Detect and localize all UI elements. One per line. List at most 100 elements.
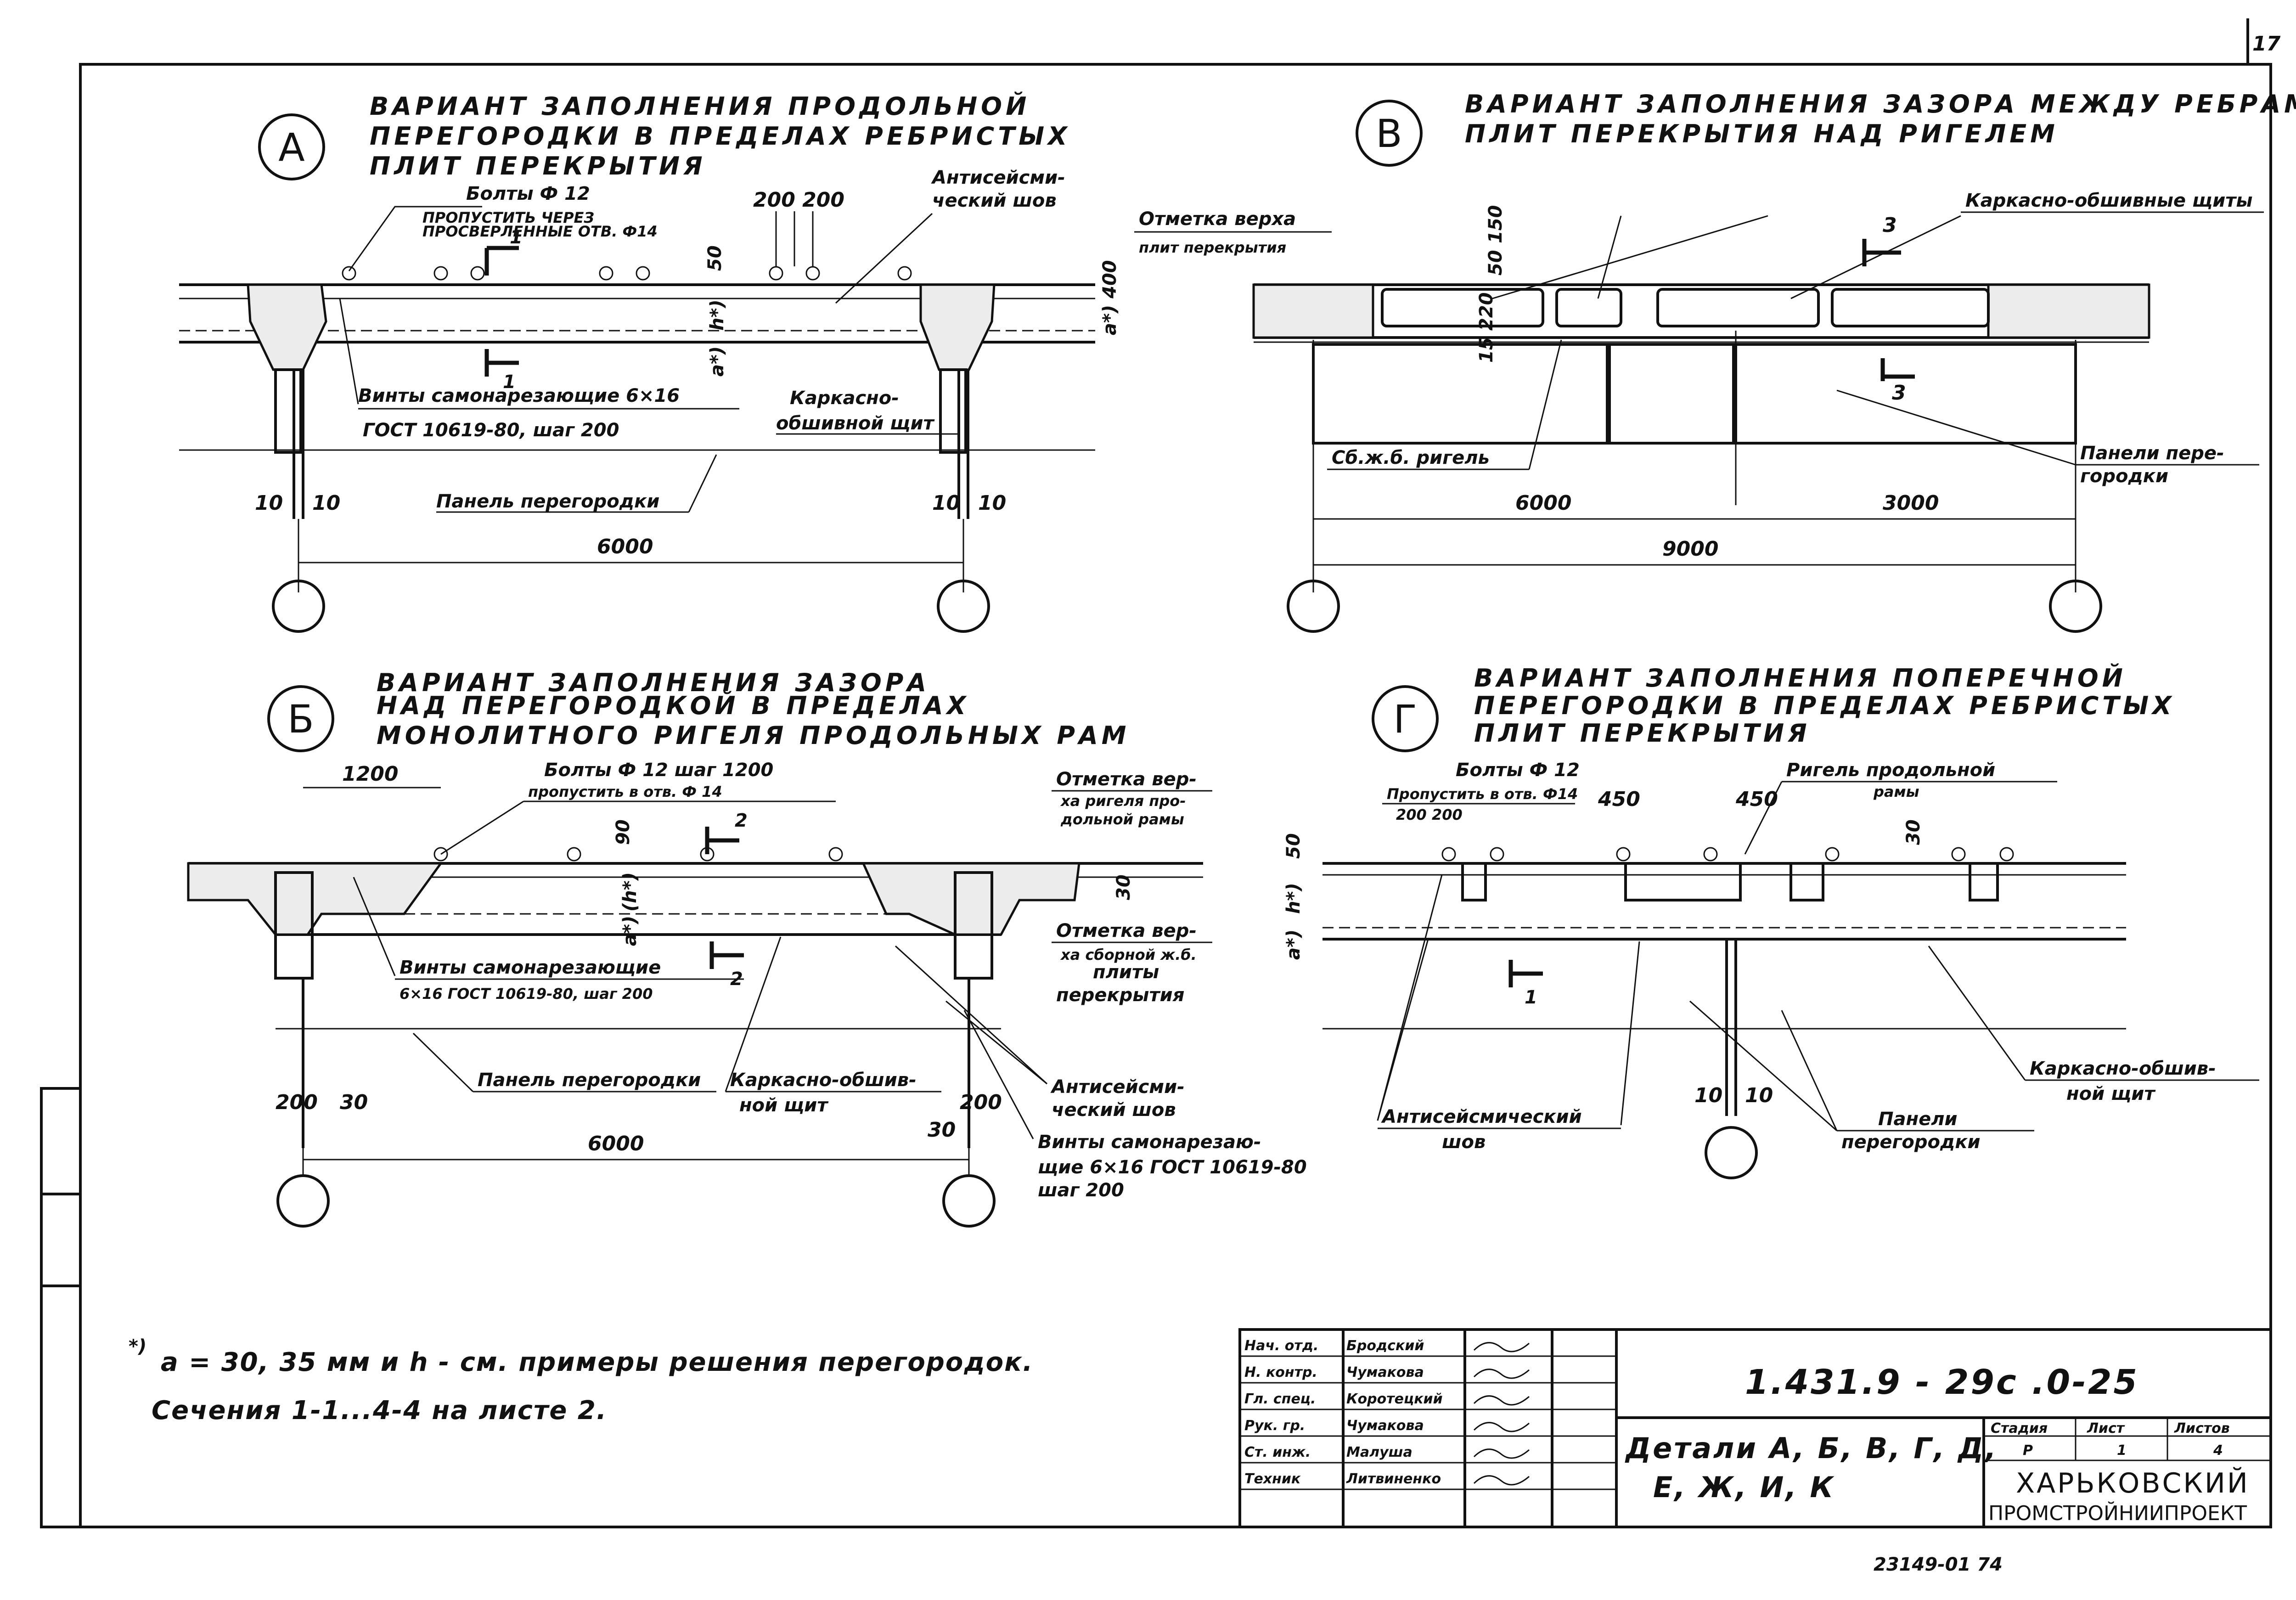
detail-a-section-bottom: 1 [503,372,516,393]
detail-a-dim-h: h*) [707,299,728,331]
detail-b-seam-1: Антисейсми- [1050,1076,1185,1098]
detail-g-spacing: 200 200 [1396,806,1463,823]
footnote-line-2: Сечения 1-1...4-4 на листе 2. [152,1396,607,1425]
detail-a-title-3: ПЛИТ ПЕРЕКРЫТИЯ [370,152,706,180]
detail-a-dim-a: a*) [707,346,728,377]
detail-b-title-1: ВАРИАНТ ЗАПОЛНЕНИЯ ЗАЗОРА [377,668,930,697]
name-1: Бродский [1346,1338,1424,1354]
detail-a-d10-left: 10 [255,491,283,515]
detail-v-shield-1 [1381,288,1544,327]
detail-a-d10-right-2: 10 [978,491,1006,515]
detail-b-dim-1200: 1200 [342,762,398,786]
stage-value: Р [2023,1442,2033,1459]
detail-v-beam [1312,343,1609,445]
role-4: Рук. гр. [1244,1418,1305,1434]
detail-g-axis [1705,1126,1758,1179]
footnote-line-1: a = 30, 35 мм и h - см. примеры решения … [161,1347,1033,1377]
detail-b-d30-right: 30 [928,1118,956,1142]
detail-v: В ВАРИАНТ ЗАПОЛНЕНИЯ ЗАЗОРА МЕЖДУ РЕБРАМ… [1099,90,2296,633]
detail-b-screws2-1: Винты самонарезаю- [1038,1132,1261,1153]
detail-v-dim-150: 150 [1485,205,1506,244]
detail-b-left-beam [187,862,443,936]
archive-stamp: 23149-01 74 [1874,1554,2003,1575]
detail-a-panel: Панель перегородки [436,491,659,512]
detail-v-shield-3 [1656,288,1820,327]
detail-g-d10-left: 10 [1694,1084,1722,1107]
binding-strip [40,1087,82,1528]
detail-b-title-3: МОНОЛИТНОГО РИГЕЛЯ ПРОДОЛЬНЫХ РАМ [377,721,1130,750]
detail-g-panels-2: перегородки [1841,1132,1981,1153]
detail-a-title-2: ПЕРЕГОРОДКИ В ПРЕДЕЛАХ РЕБРИСТЫХ [370,122,1071,151]
detail-b-top-mark-1: Отметка вер- [1056,769,1197,790]
detail-g-shield-2: ной щит [2066,1083,2156,1104]
detail-a-axis-1 [272,580,325,633]
detail-a-axis-2 [937,580,990,633]
title-block: Нач. отд. Н. контр. Гл. спец. Рук. гр. С… [1238,1328,2272,1528]
detail-b-bolts [433,847,843,862]
detail-b-axis-1 [276,1174,330,1228]
detail-b-screws-1: Винты самонарезающие [400,957,661,978]
detail-g-seam-2: шов [1442,1132,1486,1153]
detail-a-screws-1: Винты самонарезающие 6×16 [358,385,680,406]
sheets-label: Листов [2174,1420,2230,1437]
detail-b-span: 6000 [588,1132,644,1155]
detail-v-shields: Каркасно-обшивные щиты [1965,190,2253,211]
detail-a-title-1: ВАРИАНТ ЗАПОЛНЕНИЯ ПРОДОЛЬНОЙ [370,92,1030,121]
detail-b-dim-a: a*) [619,916,641,946]
detail-b-bolts: Болты Ф 12 шаг 1200 [544,760,773,781]
name-5: Малуша [1346,1444,1412,1460]
detail-b-marker-circle [267,685,334,752]
detail-g-d450b: 450 [1735,788,1778,811]
detail-b-d30-left: 30 [340,1091,368,1114]
detail-v-dim-15: 15 [1476,337,1497,363]
detail-a-bolts [342,266,912,281]
role-6: Техник [1244,1471,1301,1487]
doc-code: 1.431.9 - 29с .0-25 [1745,1363,2139,1402]
detail-g-bolts [1441,847,2014,862]
detail-a-spacing: 200 200 [753,188,844,212]
detail-v-top-mark-1: Отметка верха [1139,208,1296,230]
detail-a-right-rib [919,283,996,371]
detail-g-d450a: 450 [1598,788,1640,811]
detail-v-dim-50: 50 [1485,250,1506,276]
detail-g-beam-1: Ригель продольной [1786,760,1995,781]
detail-a-shield-1: Каркасно- [790,388,899,409]
name-4: Чумакова [1346,1418,1424,1434]
detail-b-screws2-2: щие 6×16 ГОСТ 10619-80 [1038,1157,1307,1178]
detail-v-dim-220: 220 [1476,293,1497,331]
detail-g-d10-right: 10 [1745,1084,1773,1107]
name-6: Литвиненко [1346,1471,1441,1487]
detail-b-shield-1: Каркасно-обшив- [730,1070,917,1091]
detail-g-beam-2: рамы [1873,783,1919,800]
detail-v-title-2: ПЛИТ ПЕРЕКРЫТИЯ НАД РИГЕЛЕМ [1465,119,2059,148]
detail-g-dim-a: a*) [1283,930,1304,960]
detail-b-title-2: НАД ПЕРЕГОРОДКОЙ В ПРЕДЕЛАХ [377,691,969,720]
detail-v-panels-1: Панели пере- [2080,443,2224,464]
detail-b-panel: Панель перегородки [478,1070,701,1091]
detail-g-seam-1: Антисейсмический [1381,1106,1582,1127]
detail-v-title-1: ВАРИАНТ ЗАПОЛНЕНИЯ ЗАЗОРА МЕЖДУ РЕБРАМИ [1465,90,2296,118]
role-1: Нач. отд. [1244,1338,1318,1354]
detail-g-ribs [1461,862,1999,901]
detail-a-section-top: 1 [510,227,523,248]
detail-v-beam-label: Сб.ж.б. ригель [1332,447,1490,468]
detail-g-dim-50: 50 [1283,833,1304,859]
detail-g: Г ВАРИАНТ ЗАПОЛНЕНИЯ ПОПЕРЕЧНОЙ ПЕРЕГОРО… [1283,664,2259,1179]
detail-a-d10-left-2: 10 [932,491,960,515]
detail-b-d200-left: 200 [276,1091,318,1114]
footnote-star: *) [129,1336,146,1357]
sheet-title-2: Е, Ж, И, К [1653,1470,1835,1504]
org-name-2: ПРОМСТРОЙНИИПРОЕКТ [1988,1501,2247,1525]
detail-b-shield-2: ной щит [739,1095,829,1116]
detail-g-dim-h: h*) [1283,883,1304,914]
detail-b-slab-mark-2: ха сборной ж.б. [1060,946,1197,963]
detail-b-seam-2: ческий шов [1052,1099,1176,1121]
detail-g-bolts: Болты Ф 12 [1456,760,1580,781]
detail-b-slab-mark-4: перекрытия [1056,985,1184,1006]
sheet-frame [79,63,2272,1528]
detail-g-title-3: ПЛИТ ПЕРЕКРЫТИЯ [1474,719,1811,748]
detail-v-left-concrete [1252,283,1374,339]
detail-b-screws2-3: шаг 200 [1038,1180,1124,1201]
detail-v-marker-circle [1356,100,1423,167]
